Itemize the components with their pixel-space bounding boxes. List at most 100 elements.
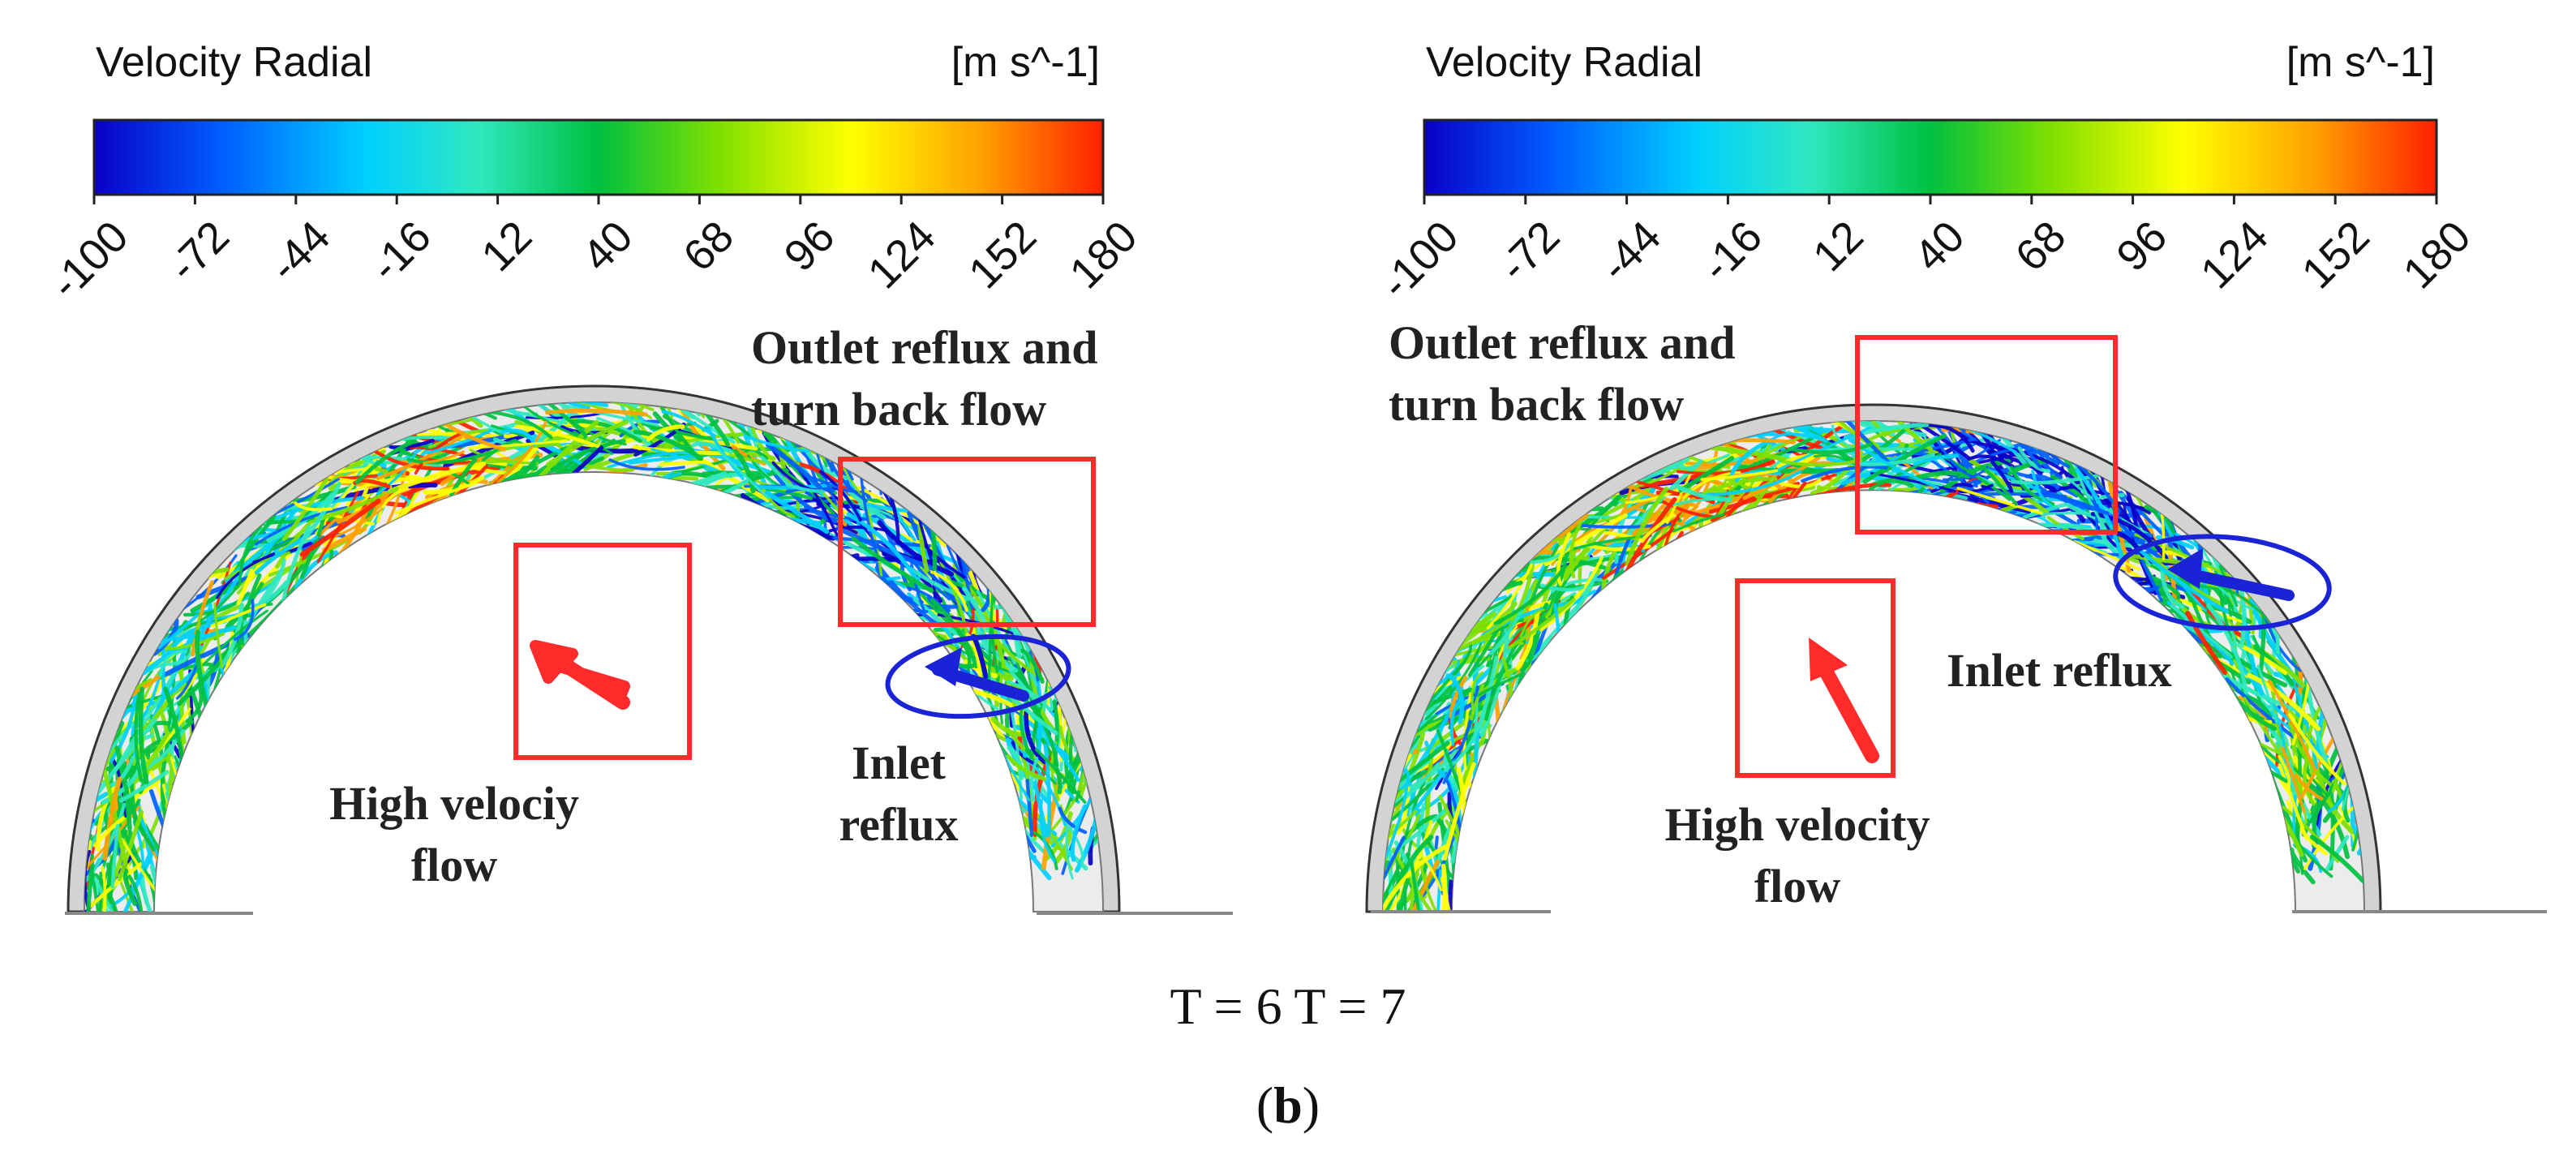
streamline [661,410,716,437]
streamline [857,486,947,547]
streamline [1625,486,1669,567]
streamline [669,402,726,471]
inlet-reflux-ellipse [2113,534,2332,631]
streamline [1563,547,1591,581]
streamline [2289,847,2316,885]
streamline [1958,483,1994,494]
streamline [1809,421,1887,429]
colorbar-tick-label: -100 [1372,212,1468,308]
streamline [376,487,409,523]
streamline [1006,680,1052,711]
colorbar-tick-label: 152 [960,212,1045,298]
streamline [426,429,492,455]
colorbar-tick-label: -44 [1591,212,1671,291]
streamline [1398,774,1429,870]
streamline [691,441,733,454]
streamline [1507,598,1576,650]
streamline [102,768,128,866]
streamline [1003,615,1031,652]
streamline [1556,532,1571,586]
streamline [467,439,568,449]
streamline [1043,744,1052,837]
streamline [706,427,745,480]
streamline [1019,704,1033,760]
streamline [138,686,149,785]
colorbar-title: Velocity Radial [1426,39,1702,86]
outlet-reflux-box [1855,335,2118,535]
streamline [1424,642,1483,720]
streamline [2052,581,2150,593]
streamline [1672,513,1725,533]
streamline [830,462,869,503]
streamline [851,536,934,594]
streamline [84,792,109,826]
streamline [498,402,584,439]
streamline [1674,483,1733,502]
streamline [733,449,756,494]
streamline [1739,473,1837,502]
streamline [1440,876,1465,912]
streamline [2160,567,2185,609]
colorbar-tick-label: 96 [2107,212,2176,281]
high-velocity-arrow-shaft [1814,656,1879,763]
streamline [145,728,185,771]
streamline [1826,421,1891,464]
streamline [1956,487,2043,515]
streamline [92,816,126,848]
streamline [717,449,770,500]
streamline [866,502,908,513]
streamline [2298,669,2310,775]
streamline [596,416,651,444]
outlet-reflux-box [838,457,1096,627]
streamline [745,435,810,453]
streamline [646,424,685,442]
streamline [1007,745,1024,780]
streamline [1442,685,1479,784]
streamline [1383,870,1401,912]
high-velocity-arrow-shaft [546,650,630,710]
streamline [2010,473,2101,485]
colorbar-gradient [1423,118,2438,196]
streamline [990,716,1031,737]
streamline [238,643,248,689]
streamline [1943,510,2017,541]
streamline [1383,771,1410,864]
streamline [961,586,990,633]
streamline [101,865,107,912]
streamline [1930,483,1973,493]
streamline [1519,608,1545,638]
streamline [1383,796,1405,854]
colorbar-tick-label: 124 [859,212,945,298]
subfigure-label: (b) [1256,1076,1320,1134]
streamline [765,490,830,535]
streamline [877,520,955,577]
streamline [134,691,144,783]
streamline [544,408,648,417]
streamline [702,458,771,503]
streamline [2144,505,2175,535]
streamline [601,402,652,419]
streamline [633,429,704,461]
colorbar-tick-label: 40 [573,212,642,281]
streamline [514,424,601,449]
inlet-reflux-arrow-head [925,647,962,686]
streamline [1550,560,1584,618]
streamline [1927,422,1975,453]
streamline [163,793,177,861]
streamline [2288,713,2347,786]
streamline [1939,458,2011,493]
streamline [1519,603,1531,660]
streamline [1990,460,2014,493]
streamline [1702,476,1778,496]
high-velocity-box [513,543,692,760]
streamline [300,481,341,543]
streamline [1030,757,1039,802]
streamline [1449,676,1468,719]
streamline [765,442,822,490]
streamline [98,871,106,912]
streamline [860,475,879,560]
